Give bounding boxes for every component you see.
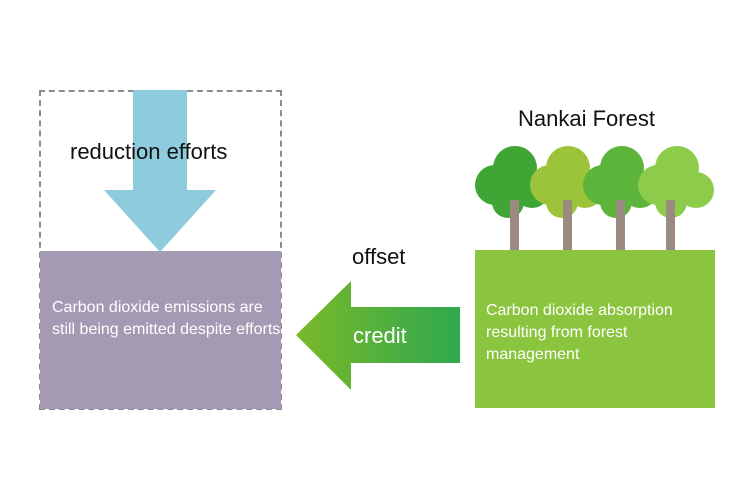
emissions-description: Carbon dioxide emissions are still being…	[52, 299, 281, 338]
forest-title: Nankai Forest	[518, 106, 655, 131]
tree-icon	[638, 146, 714, 258]
reduction-efforts-label: reduction efforts	[70, 139, 228, 164]
offset-label: offset	[352, 244, 406, 269]
reduction-down-arrow-icon	[104, 90, 216, 252]
absorption-description: Carbon dioxide absorption resulting from…	[486, 302, 673, 363]
forest-absorption-block	[475, 250, 715, 408]
credit-label: credit	[353, 323, 407, 348]
trees-illustration	[475, 146, 714, 258]
credit-left-arrow-icon	[296, 281, 460, 390]
tree-icon	[530, 146, 603, 258]
tree-icon	[583, 146, 658, 258]
tree-icon	[475, 146, 550, 258]
remaining-emissions-block	[40, 251, 281, 409]
